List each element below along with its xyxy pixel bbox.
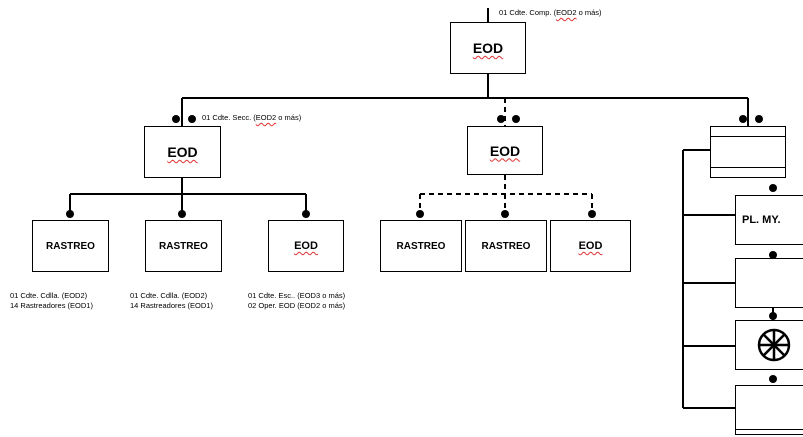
connector-dot [501,210,509,218]
plmy-box: PL. MY. [735,195,803,245]
left-child-label-0: RASTREO [46,240,95,252]
top-note: 01 Cdte. Comp. (EOD2 o más) [499,8,602,17]
stripe-line [711,136,785,137]
connector-dot [172,115,180,123]
connector-dot [588,210,596,218]
right-blank-box-1 [735,258,803,308]
seccion-left-note: 01 Cdte. Secc. (EOD2 o más) [202,113,302,122]
connector-dot [188,115,196,123]
connector-dot [497,115,505,123]
left-child-label-1: RASTREO [159,240,208,252]
left-child-notes-1: 01 Cdte. Cdlla. (EOD2) 14 Rastreadores (… [130,291,213,310]
plmy-label: PL. MY. [742,214,781,226]
center-child-box-2: EOD [550,220,631,272]
connector-dot [66,210,74,218]
seccion-left-eod-box: EOD [144,126,221,178]
connector-dot [769,312,777,320]
connector-dot [416,210,424,218]
center-child-box-0: RASTREO [380,220,462,272]
connector-dot [769,375,777,383]
connector-dot [769,184,777,192]
connector-dot [178,210,186,218]
left-child-box-0: RASTREO [32,220,109,272]
left-child-box-1: RASTREO [145,220,222,272]
ship-wheel-icon [757,328,791,362]
left-child-notes-2: 01 Cdte. Esc.. (EOD3 o más) 02 Oper. EOD… [248,291,346,310]
stripe-line [711,167,785,168]
left-child-box-2: EOD [268,220,344,272]
seccion-center-eod-label: EOD [489,142,521,159]
seccion-center-eod-box: EOD [467,126,543,175]
connector-dot [755,115,763,123]
wheel-box [735,320,803,370]
center-child-label-1: RASTREO [481,240,531,252]
seccion-left-eod-label: EOD [167,144,198,160]
left-child-label-2: EOD [294,240,318,252]
center-child-label-2: EOD [578,240,603,252]
left-child-notes-0: 01 Cdte. Cdlla. (EOD2) 14 Rastreadores (… [10,291,93,310]
stripe-line [736,429,803,430]
top-eod-label: EOD [472,40,504,56]
connector-dot [512,115,520,123]
center-child-box-1: RASTREO [465,220,547,272]
connector-dot [769,251,777,259]
right-striped-box [710,126,786,178]
top-eod-box: EOD [450,22,526,74]
center-child-label-0: RASTREO [396,240,446,252]
right-blank-box-2 [735,385,803,435]
connector-dot [739,115,747,123]
connector-dot [302,210,310,218]
